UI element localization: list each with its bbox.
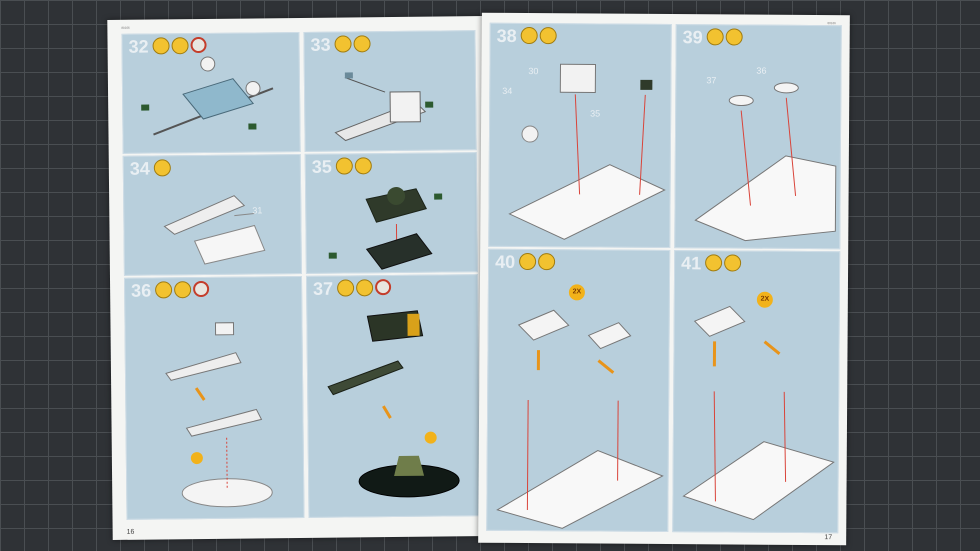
step-39-illustration: 37 36 bbox=[694, 66, 837, 242]
part-number: 36 bbox=[756, 66, 766, 76]
step-32-illustration bbox=[141, 56, 274, 136]
page-number-right: 17 bbox=[824, 534, 833, 542]
panel-step-41: 41 2X bbox=[672, 250, 841, 534]
step-37-illustration bbox=[327, 310, 460, 498]
step-35-illustration bbox=[328, 186, 443, 270]
panel-step-40: 40 2X bbox=[486, 248, 671, 533]
panel-step-37: 37 bbox=[305, 274, 481, 518]
step-36-illustration bbox=[165, 322, 273, 508]
left-page: 80166 32 33 34 bbox=[107, 16, 491, 540]
part-number: 35 bbox=[590, 108, 600, 118]
panel-step-32: 32 bbox=[121, 31, 301, 154]
part-number: 37 bbox=[706, 75, 716, 85]
panel-step-35: 35 bbox=[304, 152, 478, 274]
panel-step-38: 38 30 34 35 bbox=[488, 22, 672, 249]
step-33-illustration bbox=[334, 72, 434, 142]
panel-step-34: 34 31 bbox=[122, 153, 302, 276]
step-41-illustration bbox=[682, 305, 835, 521]
panel-step-36: 36 bbox=[123, 275, 305, 520]
page-number-left: 16 bbox=[126, 528, 135, 536]
page-header-code: 80166 bbox=[121, 25, 130, 30]
right-page: 80166 38 30 34 35 39 bbox=[478, 12, 850, 546]
panel-step-39: 39 37 36 bbox=[674, 24, 842, 250]
step-34-illustration: 31 bbox=[163, 195, 266, 265]
part-number: 30 bbox=[528, 66, 538, 76]
part-number: 31 bbox=[252, 205, 262, 215]
step-40-illustration bbox=[496, 309, 664, 529]
step-38-illustration: 30 34 35 bbox=[502, 63, 666, 240]
part-number: 34 bbox=[502, 86, 512, 96]
panel-step-33: 33 bbox=[303, 30, 477, 152]
